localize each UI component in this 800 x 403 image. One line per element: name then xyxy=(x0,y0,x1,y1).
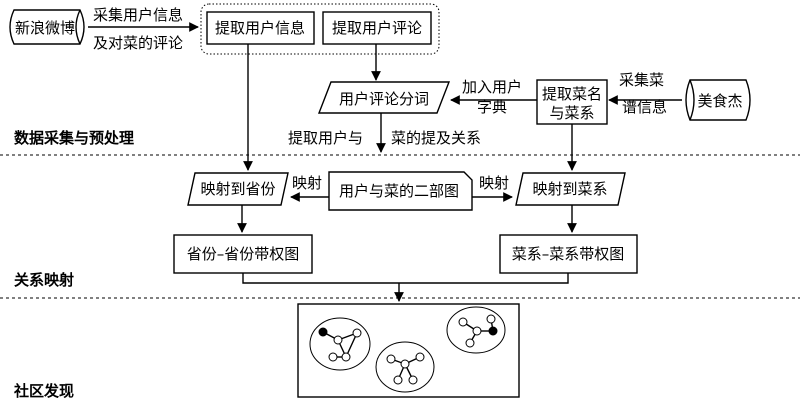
label-map-left: 映射 xyxy=(292,174,322,192)
box-extract-dish: 提取菜名 与菜系 xyxy=(536,79,608,125)
box-extract-user-comment: 提取用户评论 xyxy=(322,11,432,45)
community-box xyxy=(297,303,520,398)
box-comment-segmentation: 用户评论分词 xyxy=(317,81,451,114)
merge-connector xyxy=(242,273,569,284)
community-cluster-2 xyxy=(375,341,435,393)
section-label-community: 社区发现 xyxy=(13,382,74,400)
svg-text:提取用户评论: 提取用户评论 xyxy=(332,19,422,37)
label-extract-relation-a: 提取用户与 xyxy=(288,129,363,147)
svg-text:映射到菜系: 映射到菜系 xyxy=(532,180,607,198)
section-label-collect: 数据采集与预处理 xyxy=(14,129,134,147)
source-meishijie-label: 美食杰 xyxy=(697,92,742,110)
box-map-cuisine: 映射到菜系 xyxy=(515,172,626,206)
svg-text:提取菜名: 提取菜名 xyxy=(542,85,602,103)
community-cluster-1 xyxy=(309,317,371,371)
box-map-province: 映射到省份 xyxy=(187,172,289,206)
svg-text:用户评论分词: 用户评论分词 xyxy=(339,90,429,108)
label-extract-relation-b: 菜的提及关系 xyxy=(391,129,481,147)
community-cluster-3 xyxy=(446,306,506,354)
svg-text:提取用户信息: 提取用户信息 xyxy=(215,19,305,37)
svg-text:映射到省份: 映射到省份 xyxy=(200,180,275,198)
extract-group-outline xyxy=(200,3,440,55)
label-collect-recipe-1: 采集菜 xyxy=(619,71,664,89)
source-meishijie: 美食杰 xyxy=(685,79,751,121)
box-bipartite-graph: 用户与菜的二部图 xyxy=(328,171,473,211)
label-add-user-dict-2: 字典 xyxy=(477,98,507,116)
box-province-graph: 省份–省份带权图 xyxy=(173,234,313,274)
section-label-mapping: 关系映射 xyxy=(14,271,74,289)
box-cuisine-graph: 菜系–菜系带权图 xyxy=(499,234,638,274)
svg-text:菜系–菜系带权图: 菜系–菜系带权图 xyxy=(512,245,625,263)
label-add-user-dict-1: 加入用户 xyxy=(462,78,522,96)
box-extract-user-info: 提取用户信息 xyxy=(206,11,315,45)
svg-text:用户与菜的二部图: 用户与菜的二部图 xyxy=(339,182,459,200)
label-collect-user-info-2: 及对菜的评论 xyxy=(93,34,183,52)
label-collect-recipe-2: 谱信息 xyxy=(622,98,667,116)
source-weibo: 新浪微博 xyxy=(9,9,85,45)
label-collect-user-info-1: 采集用户信息 xyxy=(93,6,183,24)
label-map-right: 映射 xyxy=(479,174,509,192)
svg-text:与菜系: 与菜系 xyxy=(549,104,594,122)
svg-text:省份–省份带权图: 省份–省份带权图 xyxy=(187,245,300,263)
source-weibo-label: 新浪微博 xyxy=(15,19,75,37)
